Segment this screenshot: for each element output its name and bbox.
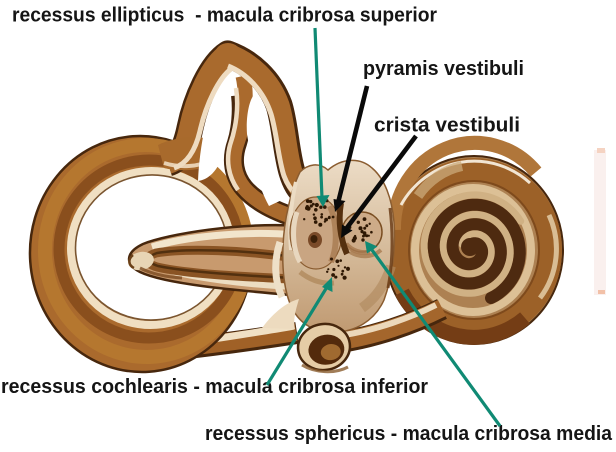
svg-text:recessus cochlearis - macula c: recessus cochlearis - macula cribrosa in…: [1, 376, 428, 398]
svg-text:recessus sphericus - macula cr: recessus sphericus - macula cribrosa med…: [205, 423, 613, 445]
svg-text:crista vestibuli: crista vestibuli: [374, 115, 520, 137]
svg-text:recessus ellipticus - macula: recessus ellipticus - macula cribrosa su…: [12, 5, 437, 27]
svg-text:pyramis vestibuli: pyramis vestibuli: [363, 58, 524, 80]
